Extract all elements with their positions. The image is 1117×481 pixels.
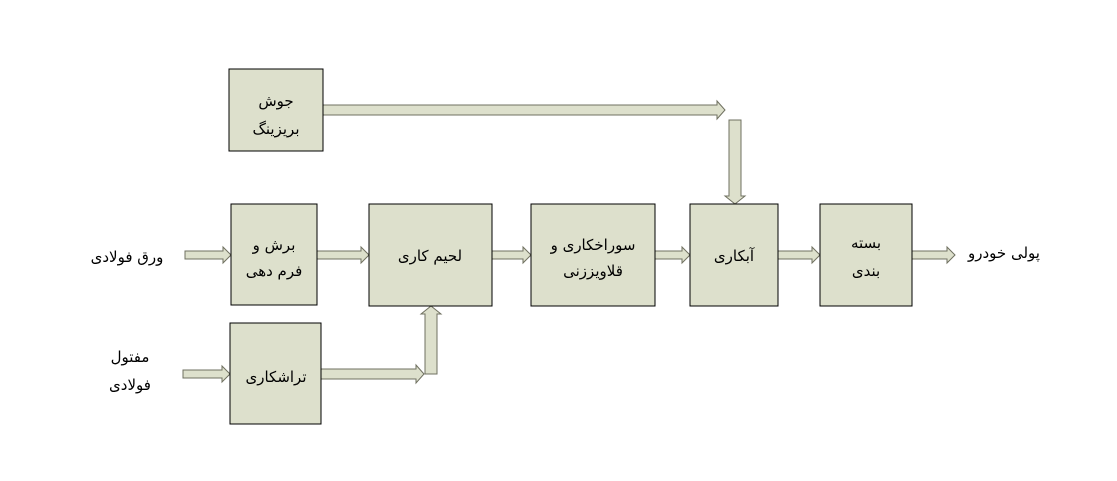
arrow-brazing-right [322,99,726,121]
arrow-wire-to-machining [182,364,231,384]
arrow-cutting-to-soldering [316,245,370,265]
input-sheet-steel: ورق فولادی [91,248,164,266]
cutting-label-1: برش و [252,236,296,254]
arrow-brazing-down-to-plating [723,119,747,205]
input-steel-wire-2: فولادی [109,376,151,394]
arrow-soldering-to-drilling [491,245,532,265]
brazing-label-1: جوش [258,92,293,110]
input-steel-wire-1: مفتول [111,348,150,366]
box-packaging [819,203,913,307]
box-machining [229,322,322,425]
arrow-machining-right [320,363,425,385]
box-brazing [228,68,324,152]
box-drilling [530,203,656,307]
box-soldering [368,203,493,307]
box-plating [689,203,779,307]
cutting-label-2: فرم دهی [246,262,303,280]
box-cutting [230,203,318,306]
drilling-label-2: قلاویززنی [563,262,623,280]
output-label: پولی خودرو [967,244,1040,263]
arrow-sheet-to-cutting [184,245,232,265]
packaging-label-2: بندی [852,262,880,280]
drilling-label-1: سوراخکاری و [550,236,636,254]
brazing-label-2: بریزینگ [252,120,299,138]
machining-label: تراشکاری [245,368,306,386]
arrow-packaging-to-output [911,245,956,265]
soldering-label: لحیم کاری [398,247,462,265]
arrow-machining-up-to-soldering [419,305,443,375]
arrow-drilling-to-plating [654,245,691,265]
plating-label: آبکاری [714,247,755,265]
packaging-label-1: بسته [851,234,881,252]
arrow-plating-to-packaging [777,245,821,265]
